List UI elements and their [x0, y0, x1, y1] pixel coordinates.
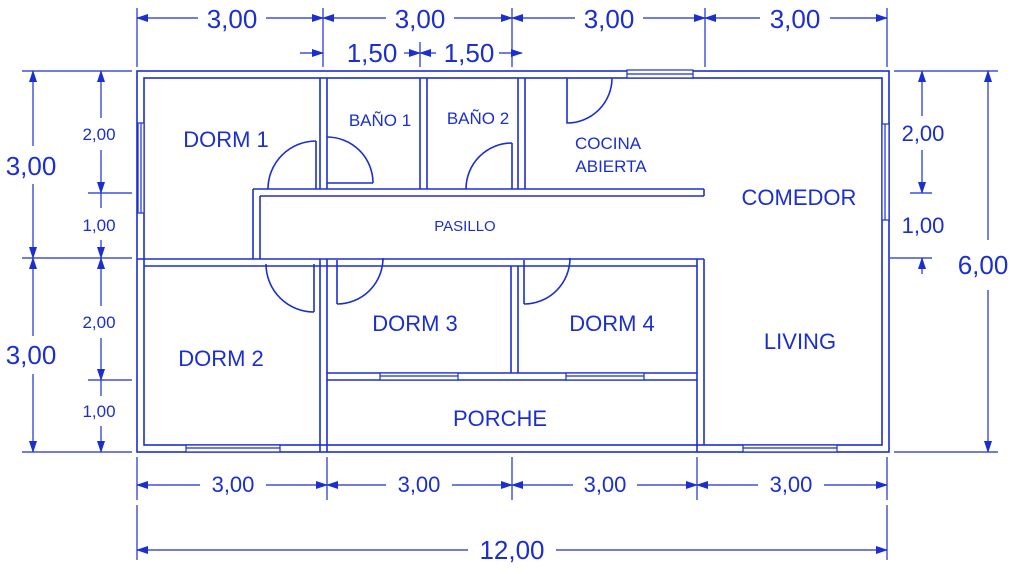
room-label-cocina: COCINA — [575, 134, 642, 153]
dim-right-minor-1: 2,00 — [902, 121, 945, 146]
dim-top-4: 3,00 — [770, 4, 821, 34]
dim-bottom-4: 3,00 — [770, 472, 813, 497]
dim-bottom-1: 3,00 — [212, 472, 255, 497]
dimension-lines — [22, 8, 998, 560]
room-label-dorm1: DORM 1 — [183, 127, 269, 152]
dim-bottom-3: 3,00 — [584, 472, 627, 497]
dim-left-minor-3: 2,00 — [82, 313, 115, 332]
room-label-bano1: BAÑO 1 — [349, 111, 411, 130]
dim-top-sub-1: 1,50 — [347, 38, 398, 68]
dim-right-minor-2: 1,00 — [902, 213, 945, 238]
dim-top-sub-2: 1,50 — [444, 38, 495, 68]
door-dorm4 — [523, 257, 571, 305]
room-label-comedor: COMEDOR — [742, 185, 857, 210]
dim-top-3: 3,00 — [584, 4, 635, 34]
room-label-dorm4: DORM 4 — [569, 311, 655, 336]
dim-top-1: 3,00 — [207, 4, 258, 34]
door-dorm3 — [336, 257, 384, 305]
dim-left-minor-4: 1,00 — [82, 402, 115, 421]
room-label-living: LIVING — [764, 329, 836, 354]
doors — [265, 77, 613, 313]
dim-total-width: 12,00 — [479, 535, 544, 565]
dim-left-major-1: 3,00 — [6, 151, 57, 181]
windows — [137, 69, 890, 453]
door-bano1 — [326, 136, 374, 184]
dim-left-major-2: 3,00 — [6, 340, 57, 370]
room-label-abierta: ABIERTA — [575, 157, 647, 176]
room-label-bano2: BAÑO 2 — [447, 109, 509, 128]
dim-top-2: 3,00 — [395, 4, 446, 34]
outer-wall — [136, 70, 890, 453]
door-dorm1 — [267, 140, 317, 190]
walls — [136, 70, 890, 453]
room-label-dorm3: DORM 3 — [372, 311, 458, 336]
room-label-dorm2: DORM 2 — [178, 346, 264, 371]
door-cocina — [566, 77, 613, 124]
dim-bottom-2: 3,00 — [398, 472, 441, 497]
dim-left-minor-2: 1,00 — [82, 216, 115, 235]
room-label-pasillo: PASILLO — [434, 218, 495, 235]
room-label-porche: PORCHE — [453, 406, 547, 431]
door-bano2 — [465, 142, 513, 190]
door-dorm2 — [265, 263, 315, 313]
dim-total-height: 6,00 — [958, 250, 1009, 280]
dim-left-minor-1: 2,00 — [82, 125, 115, 144]
